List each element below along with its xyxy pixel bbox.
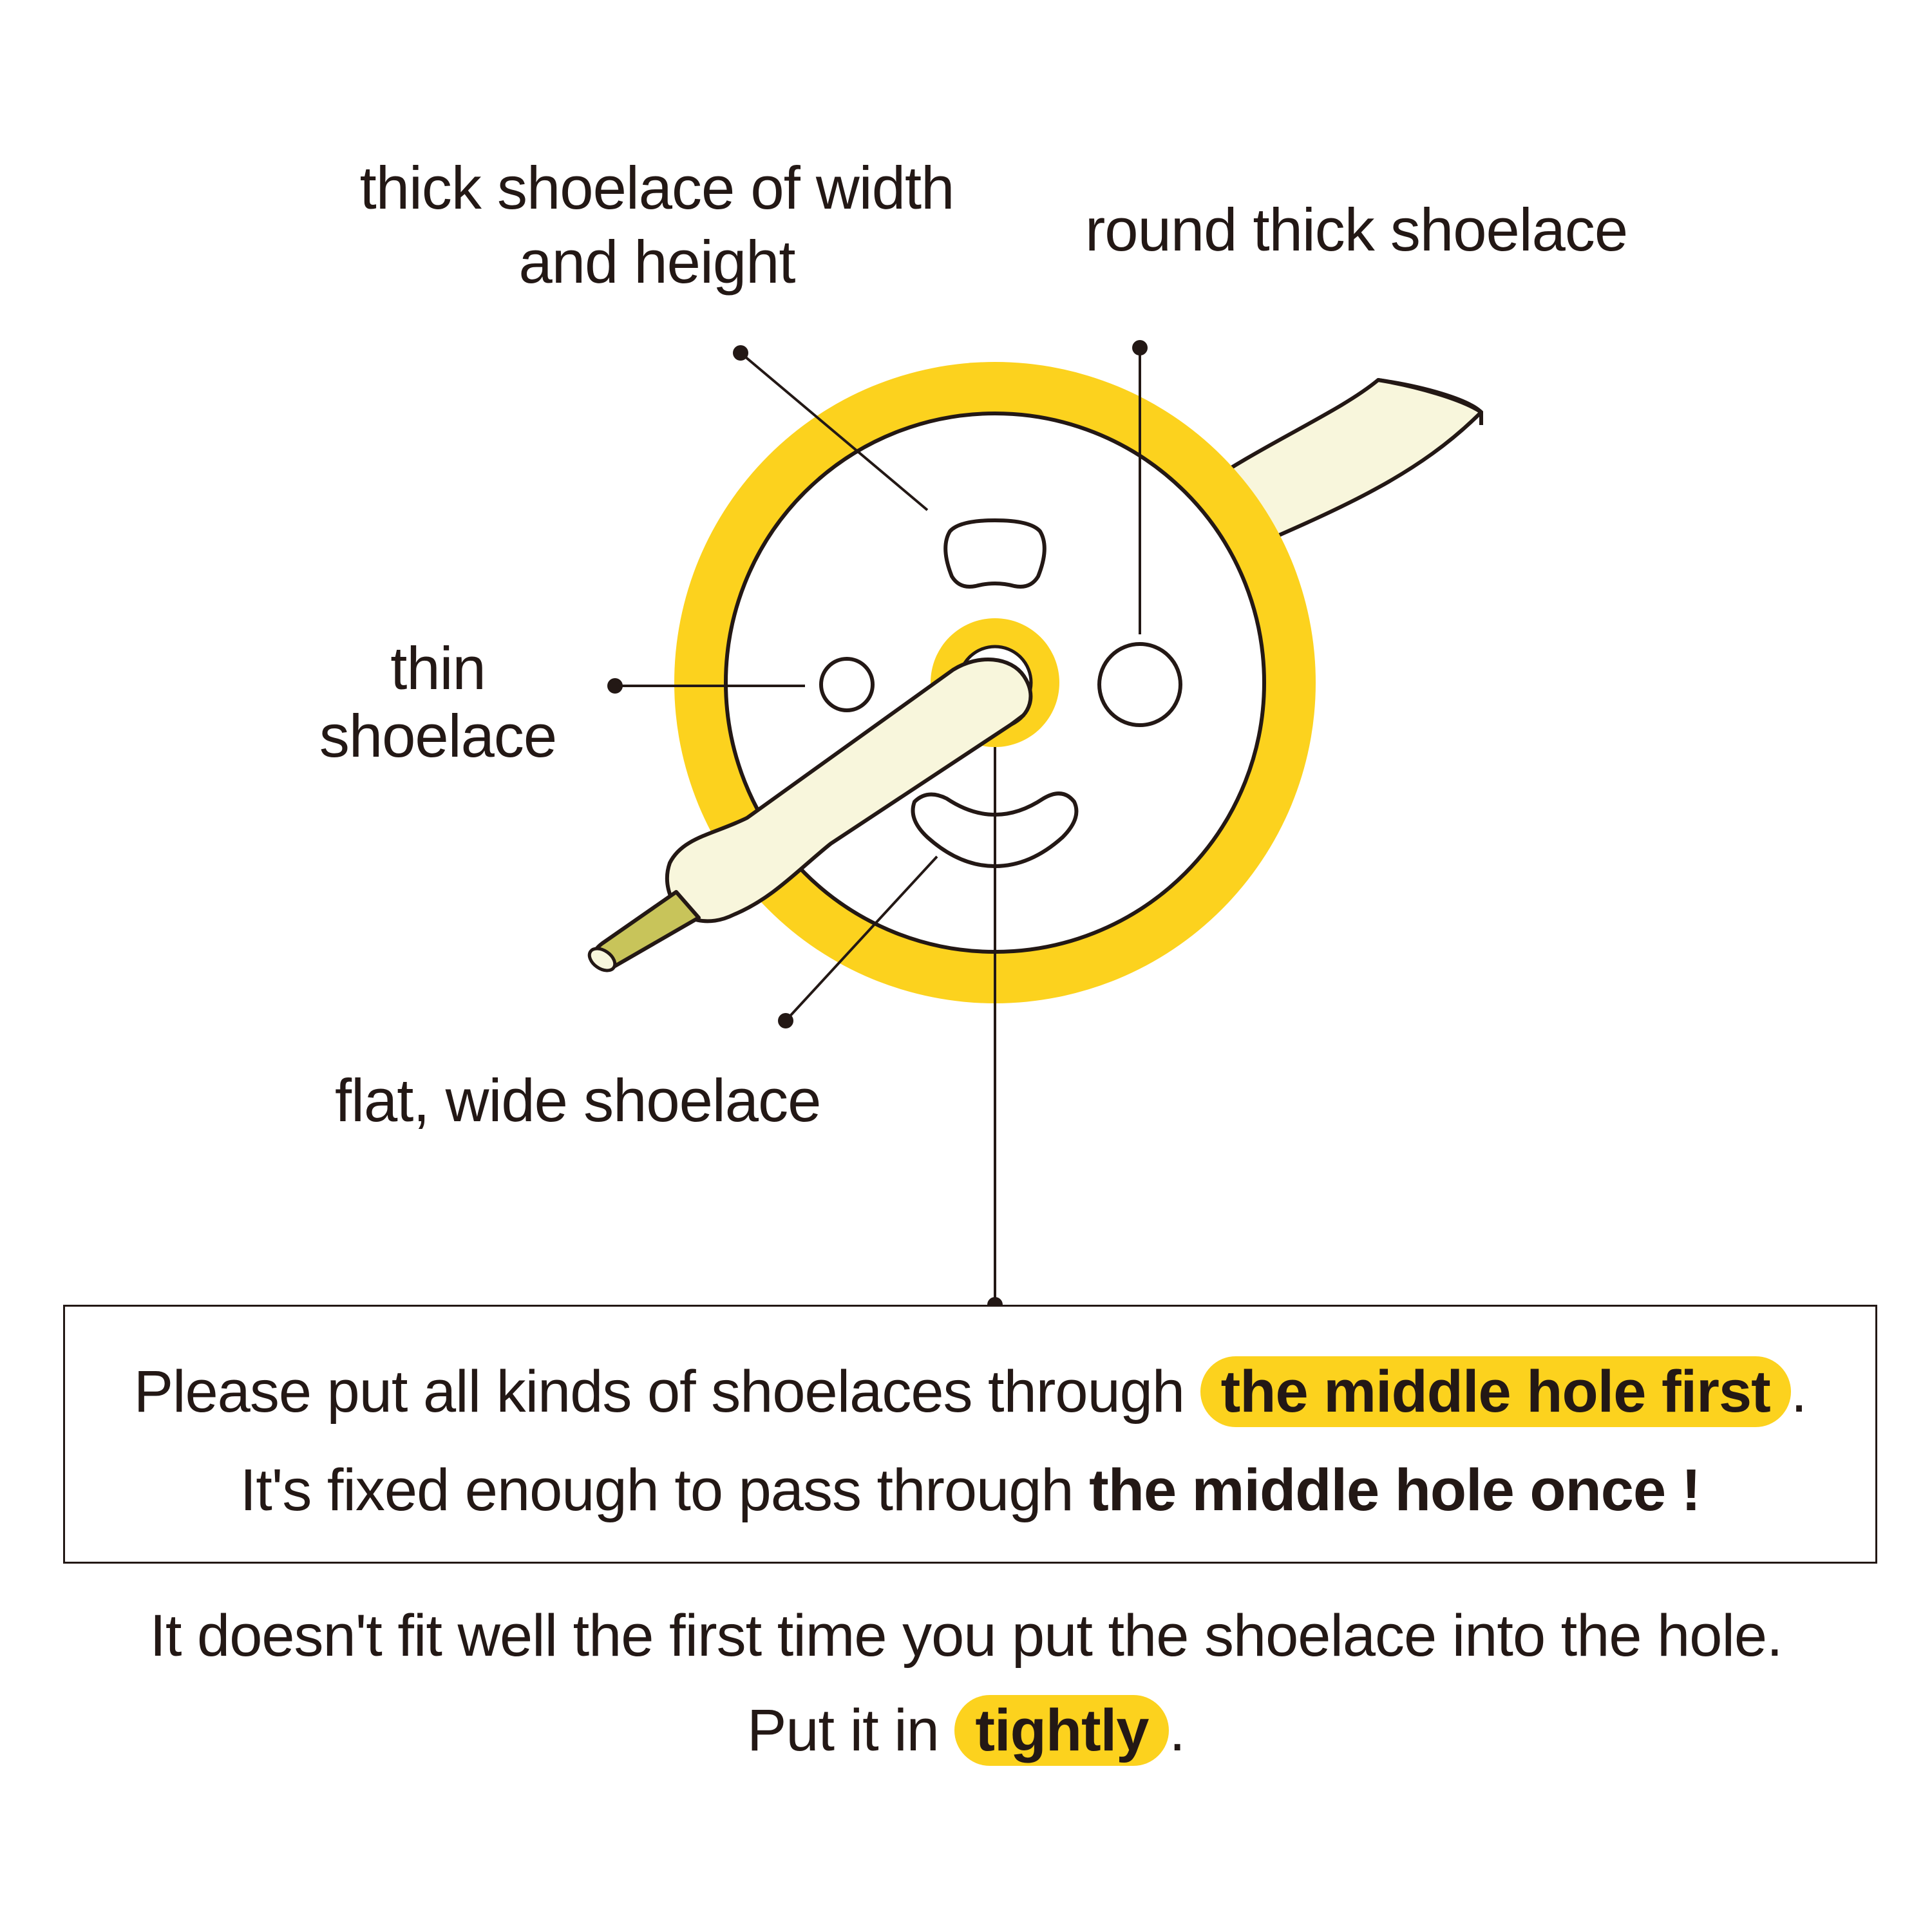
small-round-hole [819,657,875,712]
label-thin-line1: thin [390,634,486,702]
label-thick-line2: and height [518,227,795,296]
label-thick-line1: thick shoelace of width [359,154,955,222]
box-line1-prefix: Please put all kinds of shoelaces throug… [133,1359,1200,1425]
footer-line2-prefix: Put it in [747,1698,955,1763]
box-line1-highlight: the middle hole first [1200,1356,1791,1427]
dot-flat [778,1013,793,1028]
square-hole [943,518,1046,589]
box-line2-bold: the middle hole once ! [1089,1457,1701,1523]
box-line-2: It's fixed enough to pass through the mi… [65,1457,1875,1524]
info-box: Please put all kinds of shoelaces throug… [63,1305,1877,1564]
dot-round [1132,340,1148,355]
footer-line2-suffix: . [1169,1698,1186,1763]
large-round-hole [1097,642,1182,727]
footer-line-1: It doesn't fit well the first time you p… [149,1603,1783,1669]
footer-line-2: Put it in tightly. [0,1695,1932,1766]
dot-thick [733,345,748,361]
footer-line2-highlight: tightly [954,1695,1170,1766]
label-thin-line2: shoelace [319,702,557,770]
label-round-thick-shoelace: round thick shoelace [1085,196,1628,263]
box-line2-prefix: It's fixed enough to pass through [240,1457,1090,1523]
box-line1-suffix: . [1790,1359,1808,1425]
label-thin-shoelace: thin shoelace [296,634,580,770]
dot-thin [607,678,623,694]
label-thick-shoelace: thick shoelace of width and height [296,151,1018,299]
box-line-1: Please put all kinds of shoelaces throug… [65,1356,1875,1427]
label-flat-wide-shoelace: flat, wide shoelace [335,1066,821,1134]
